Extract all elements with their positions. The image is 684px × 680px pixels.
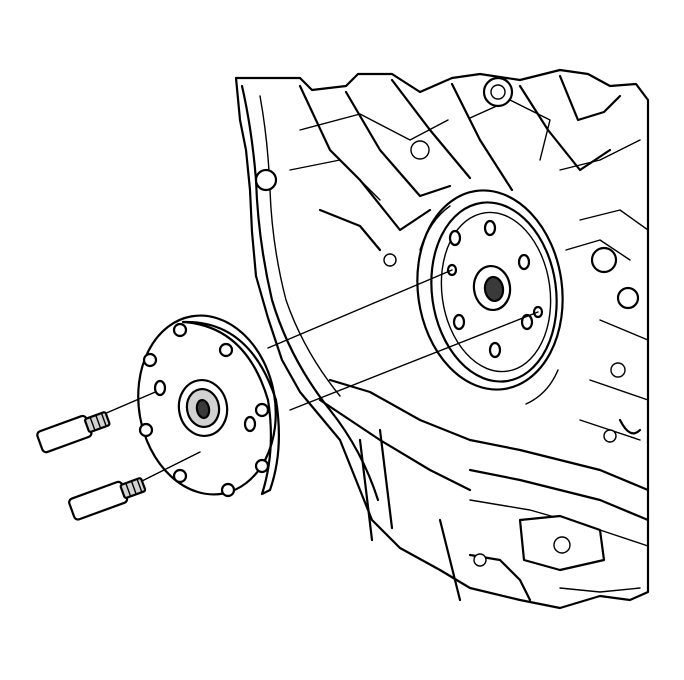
adapter-plate xyxy=(137,314,280,498)
plate-bolt-heads xyxy=(138,322,270,498)
guide-pin-lower xyxy=(68,477,147,521)
alignment-line-lower xyxy=(289,311,539,411)
alignment-line-pin-lower xyxy=(135,451,201,485)
crankshaft-flange xyxy=(416,189,564,405)
alignment-line-pin-upper xyxy=(103,389,161,415)
guide-pin-upper xyxy=(36,411,111,454)
alignment-line-upper xyxy=(267,269,453,349)
alignment-lines xyxy=(103,269,539,485)
